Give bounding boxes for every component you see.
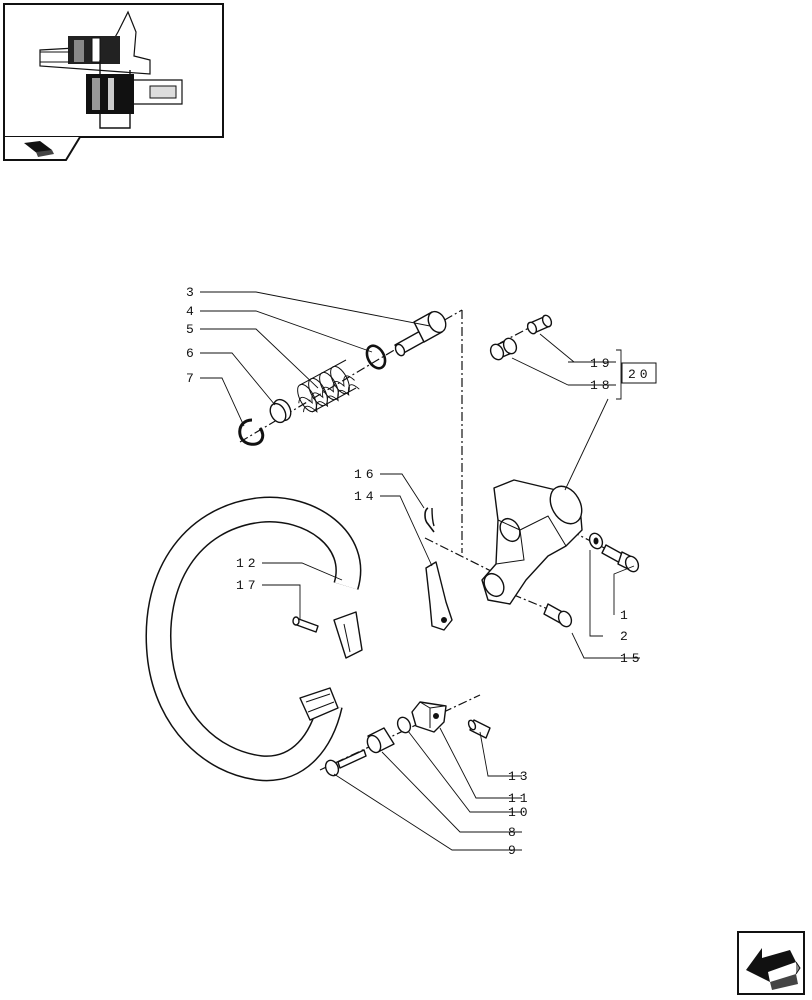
callout-14: 14 [354, 489, 378, 504]
callout-12: 12 [236, 556, 260, 571]
part-9-screw [324, 749, 367, 777]
part-18-bush [489, 337, 518, 361]
callout-20: 20 [628, 367, 652, 382]
part-15-pin [543, 603, 573, 628]
callout-16: 16 [354, 467, 378, 482]
part-4-ring [365, 344, 387, 370]
book-icon[interactable] [3, 136, 81, 161]
part-19-pin [526, 314, 553, 335]
callout-20-box [621, 362, 657, 384]
part-17-pin [292, 616, 319, 633]
callout-19: 19 [590, 356, 614, 371]
callout-2: 2 [620, 629, 632, 644]
callout-5: 5 [186, 322, 198, 337]
next-page-arrow-icon[interactable] [737, 931, 805, 995]
part-16-split-pin [424, 507, 435, 533]
callout-10: 10 [508, 805, 532, 820]
callout-1: 1 [620, 608, 632, 623]
callout-7: 7 [186, 371, 198, 386]
callout-17: 17 [236, 578, 260, 593]
part-10-washer [396, 716, 412, 734]
callout-18: 18 [590, 378, 614, 393]
callout-15: 15 [620, 651, 644, 666]
part-20-lever [481, 479, 583, 605]
part-2-washer [588, 532, 604, 550]
callout-11: 11 [508, 791, 532, 806]
callout-8: 8 [508, 825, 520, 840]
part-7-circlip [238, 418, 265, 446]
part-6-washer [269, 398, 292, 424]
part-14-lever [425, 561, 453, 631]
part-5-spring [297, 359, 360, 413]
part-12-band [145, 496, 363, 782]
part-13-pin [467, 719, 491, 739]
callout-13: 13 [508, 769, 532, 784]
assembly-thumbnail-icon[interactable] [3, 3, 224, 138]
part-3-pin [394, 310, 447, 357]
callout-6: 6 [186, 346, 198, 361]
leader-lines [200, 291, 640, 851]
callout-labels: 3 4 5 6 7 19 18 20 16 14 12 17 1 2 15 13… [186, 285, 652, 858]
callout-9: 9 [508, 843, 520, 858]
callout-4: 4 [186, 304, 198, 319]
part-8-bush [366, 727, 395, 754]
callout-3: 3 [186, 285, 198, 300]
part-1-screw [601, 544, 640, 573]
part-11-clevis [411, 701, 447, 733]
